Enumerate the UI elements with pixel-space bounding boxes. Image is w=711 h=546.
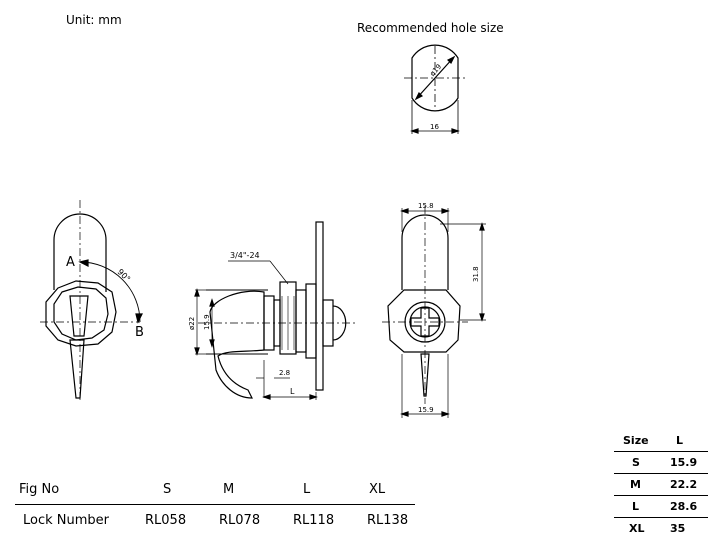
table-row: S 15.9 <box>614 452 708 474</box>
height-label: 31.8 <box>472 266 480 282</box>
table-header-cell: L <box>303 482 311 497</box>
table-cell: S <box>632 456 640 469</box>
side-view <box>194 221 355 400</box>
table-cell: L <box>632 500 640 513</box>
table-cell: RL118 <box>293 513 335 528</box>
table-row: Lock Number RL058 RL078 RL118 RL138 <box>15 505 415 531</box>
length-label: L <box>290 387 295 396</box>
position-b-label: B <box>135 325 144 340</box>
table-cell: RL058 <box>145 513 187 528</box>
body-diameter-label: ø22 <box>188 317 196 330</box>
table-row: L 28.6 <box>614 496 708 518</box>
table-cell: 28.6 <box>670 500 698 513</box>
table-row: XL 35 <box>614 518 708 539</box>
table-cell: 35 <box>670 522 686 535</box>
table-cell: 22.2 <box>670 478 698 491</box>
table-header-cell: S <box>163 482 172 497</box>
table-row: M 22.2 <box>614 474 708 496</box>
table-cell: RL138 <box>367 513 409 528</box>
unit-note: Unit: mm <box>66 13 122 27</box>
table-cell: M <box>630 478 641 491</box>
table-header-cell: L <box>676 434 684 447</box>
table-cell: RL078 <box>219 513 261 528</box>
thread-label: 3/4"-24 <box>230 251 260 260</box>
inner-diameter-label: 15.9 <box>203 314 211 330</box>
table-cell: 15.9 <box>670 456 698 469</box>
hole-flat-label: 16 <box>430 123 439 131</box>
size-table: Size L S 15.9 M 22.2 L 28.6 XL 35 <box>614 430 708 539</box>
offset-label: 2.8 <box>279 369 290 377</box>
table-header-row: Size L <box>614 430 708 452</box>
table-header-cell: Size <box>623 434 649 447</box>
table-header-row: Fig No S M L XL <box>15 478 415 505</box>
table-header-cell: XL <box>369 482 386 497</box>
bottom-width-label: 15.9 <box>418 406 434 414</box>
hole-diameter-label: ø19 <box>428 63 443 78</box>
lock-number-table: Fig No S M L XL Lock Number RL058 RL078 … <box>15 478 415 531</box>
rear-view <box>382 206 486 418</box>
position-a-label: A <box>66 255 75 270</box>
table-header-cell: Fig No <box>19 482 60 497</box>
front-view <box>40 200 143 400</box>
table-cell: Lock Number <box>23 513 109 528</box>
hole-size-title: Recommended hole size <box>357 21 504 35</box>
table-header-cell: M <box>223 482 235 497</box>
top-width-label: 15.8 <box>418 202 434 210</box>
hole-diagram <box>404 44 466 134</box>
table-cell: XL <box>629 522 645 535</box>
angle-label: 90° <box>116 267 132 283</box>
